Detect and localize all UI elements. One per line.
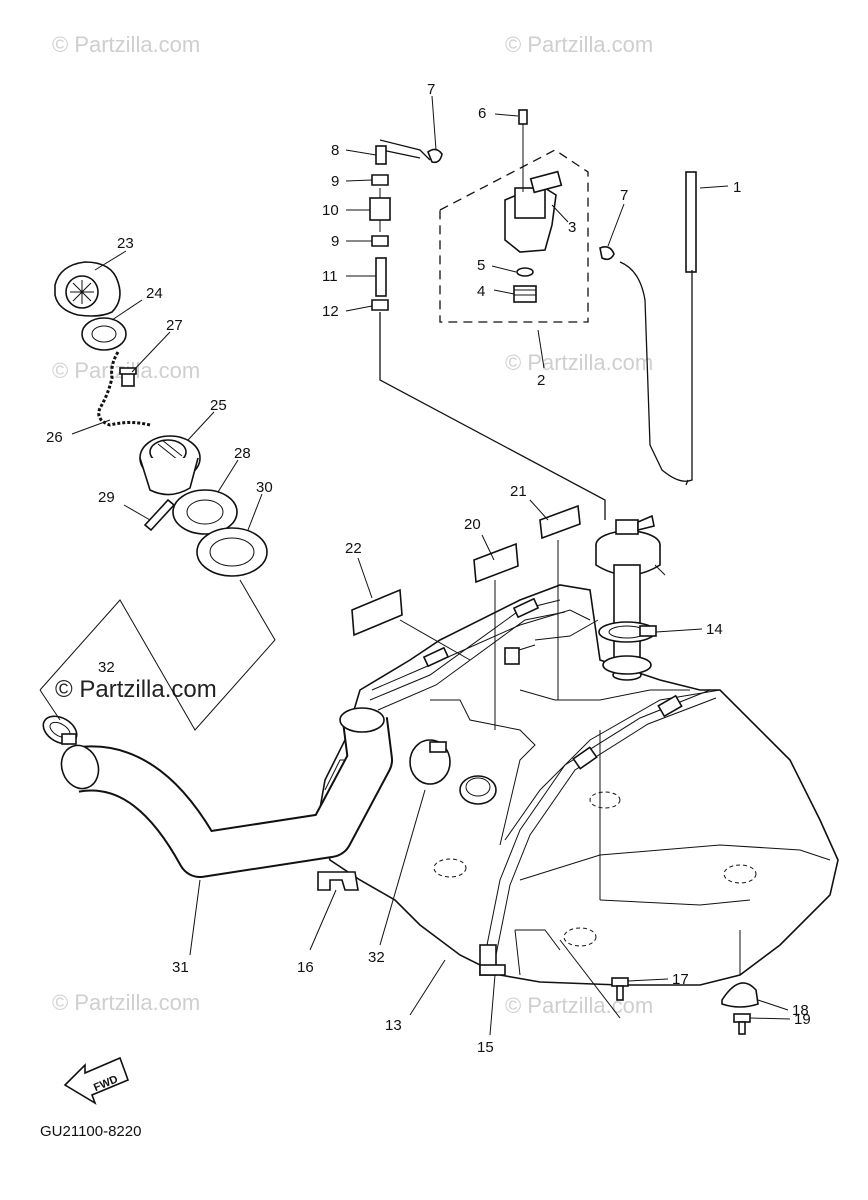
callout-19: 19	[794, 1011, 811, 1028]
callout-7: 7	[620, 187, 628, 204]
hose-clip	[427, 148, 615, 261]
callout-5: 5	[477, 257, 485, 274]
callout-32: 32	[368, 949, 385, 966]
callout-6: 6	[478, 105, 486, 122]
callout-11: 11	[322, 268, 338, 285]
bolt	[733, 1013, 751, 1035]
callout-32: 32	[98, 659, 115, 676]
wire-connector	[504, 647, 520, 665]
cap-gasket	[81, 317, 127, 351]
fuel-cock	[504, 109, 563, 253]
fuel-filter	[369, 188, 391, 232]
watermark: © Partzilla.com	[52, 32, 200, 57]
vent-hose	[619, 171, 697, 486]
neck-seal	[196, 527, 268, 577]
callout-31: 31	[172, 959, 189, 976]
warning-labels	[351, 504, 581, 637]
callout-4: 4	[477, 283, 485, 300]
callout-8: 8	[331, 142, 339, 159]
callout-21: 21	[510, 483, 527, 500]
watermark-featured: © Partzilla.com	[55, 676, 217, 703]
hose-clamp	[409, 739, 451, 785]
kit-outline	[439, 149, 589, 323]
neck-gasket	[172, 489, 238, 535]
callout-22: 22	[345, 540, 362, 557]
callout-numbers: 1 2 3 4 5 6 7 7 8 9 9 10 11 12 13 14 15 …	[46, 81, 811, 1056]
callout-30: 30	[256, 479, 273, 496]
callout-2: 2	[537, 372, 545, 389]
drain-pipe	[143, 498, 176, 532]
exploded-view-lines	[39, 540, 741, 1019]
callout-1: 1	[733, 179, 741, 196]
callout-25: 25	[210, 397, 227, 414]
callout-17: 17	[672, 971, 689, 988]
bolt	[611, 977, 629, 1001]
watermark: © Partzilla.com	[505, 993, 653, 1018]
callout-24: 24	[146, 285, 163, 302]
callout-7: 7	[427, 81, 435, 98]
filter-cup	[513, 285, 537, 303]
fuel-tank	[317, 584, 839, 986]
callout-9: 9	[331, 173, 339, 190]
forward-arrow-icon: FWD	[63, 1056, 130, 1105]
callout-28: 28	[234, 445, 251, 462]
watermark: © Partzilla.com	[505, 32, 653, 57]
callout-23: 23	[117, 235, 134, 252]
breather-hose	[379, 139, 431, 161]
callout-15: 15	[477, 1039, 494, 1056]
callout-16: 16	[297, 959, 314, 976]
callout-18: 18	[792, 1002, 809, 1019]
callout-27: 27	[166, 317, 183, 334]
callout-20: 20	[464, 516, 481, 533]
filler-neck	[139, 435, 201, 496]
callout-29: 29	[98, 489, 115, 506]
callout-13: 13	[385, 1017, 402, 1034]
cap-screw	[119, 367, 137, 387]
o-ring	[516, 267, 534, 277]
hose-clip-small	[371, 174, 389, 311]
diagram-code: GU21100-8220	[40, 1123, 141, 1140]
tank-damper	[721, 982, 759, 1008]
callout-leaders	[71, 95, 791, 1036]
hose-pipe	[375, 145, 387, 165]
watermark: © Partzilla.com	[52, 990, 200, 1015]
fuel-cap	[54, 261, 121, 317]
callout-26: 26	[46, 429, 63, 446]
callout-12: 12	[322, 303, 339, 320]
callout-14: 14	[706, 621, 723, 638]
fuel-sender-unit	[595, 514, 666, 681]
callout-10: 10	[322, 202, 339, 219]
callout-9: 9	[331, 233, 339, 250]
hose-clamp	[42, 715, 78, 745]
callout-3: 3	[568, 219, 576, 236]
filler-hose	[60, 707, 393, 878]
tank-bracket	[317, 871, 359, 891]
watermark: © Partzilla.com	[505, 350, 653, 375]
fuel-hose-short	[375, 257, 387, 297]
hose-clamp	[598, 621, 657, 675]
